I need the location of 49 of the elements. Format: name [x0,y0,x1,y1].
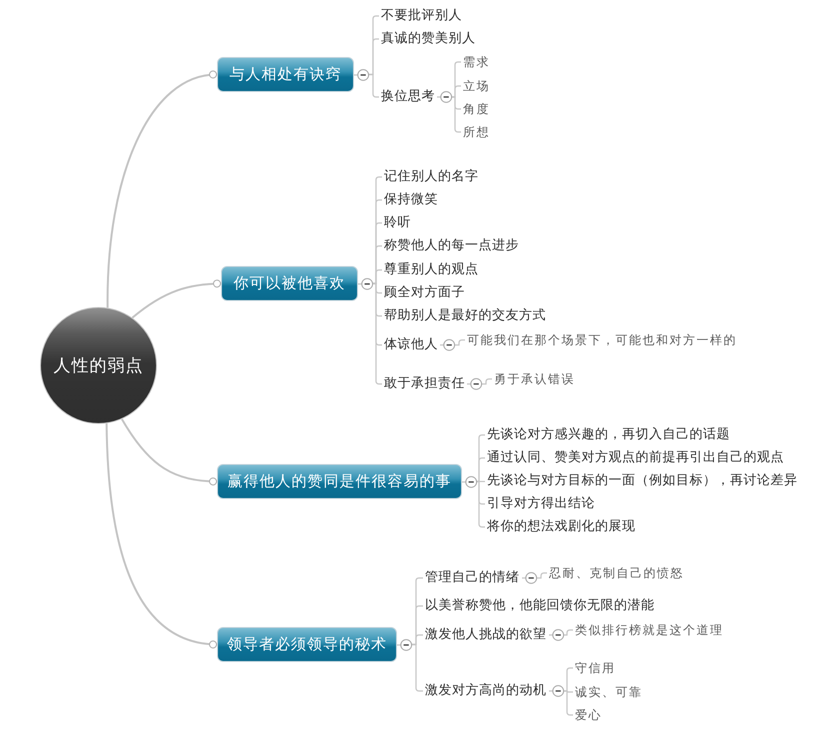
detail-text: 爱心 [573,706,604,724]
subtopic-text: 管理自己的情绪 [423,569,522,587]
main-topic-box: 你可以被他喜欢 [221,266,358,301]
branch-curve [121,418,218,486]
subtopic-text: 真诚的赞美别人 [379,30,478,48]
subtopic-text: 以美誉称赞他，他能回馈你无限的潜能 [423,597,656,615]
subtopic-text: 通过认同、赞美对方观点的前提再引出自己的观点 [485,449,786,467]
subtopic-text: 将你的想法戏剧化的展现 [485,518,638,536]
subtopic-text: 先谈论对方感兴趣的，再切入自己的话题 [485,426,732,444]
subtopic-text: 保持微笑 [382,191,440,209]
subtopic-text: 换位思考 [379,88,437,106]
main-topic-box: 领导者必须领导的秘术 [217,627,397,662]
subtopic-text: 先谈论与对方目标的一面（例如目标），再讨论差异 [485,472,800,490]
bracket-connector [452,85,461,98]
subtopic-text: 顾全对方面子 [382,284,467,302]
branch-curve [106,70,218,308]
detail-text: 类似排行榜就是这个道理 [573,621,726,639]
central-topic-circle: 人性的弱点 [40,307,157,424]
subtopic-text: 尊重别人的观点 [382,261,480,279]
main-topic-box: 赢得他人的赞同是件很容易的事 [217,464,462,499]
bracket-connector [482,378,492,385]
branch-curve [106,423,218,648]
detail-text: 立场 [461,77,492,95]
detail-text: 需求 [461,53,492,71]
detail-text: 忍耐、克制自己的愤怒 [547,564,686,582]
subtopic-text: 不要批评别人 [379,7,464,25]
detail-text: 角度 [461,100,492,118]
subtopic-text: 激发对方高尚的动机 [423,682,548,700]
subtopic-text: 称赞他人的每一点进步 [382,237,521,255]
bracket-connector [537,572,547,579]
subtopic-text: 激发他人挑战的欲望 [423,626,548,644]
bracket-connector [564,629,573,636]
detail-text: 所想 [461,123,492,141]
subtopic-text: 敢于承担责任 [382,375,467,393]
bracket-connector [373,269,382,284]
subtopic-text: 聆听 [382,214,413,232]
detail-text: 守信用 [573,659,618,677]
detail-text: 可能我们在那个场景下，可能也和对方一样的 [465,331,739,349]
subtopic-text: 记住别人的名字 [382,168,480,186]
detail-text: 勇于承认错误 [492,370,577,388]
main-topic-box: 与人相处有诀窍 [217,57,354,92]
bracket-connector [455,339,465,346]
subtopic-text: 引导对方得出结论 [485,495,597,513]
bracket-connector [477,457,485,482]
branch-curve [132,280,222,319]
bracket-connector [477,480,485,528]
detail-text: 诚实、可靠 [573,683,644,701]
subtopic-text: 体谅他人 [382,336,440,354]
subtopic-text: 帮助别人是最好的交友方式 [382,307,548,325]
